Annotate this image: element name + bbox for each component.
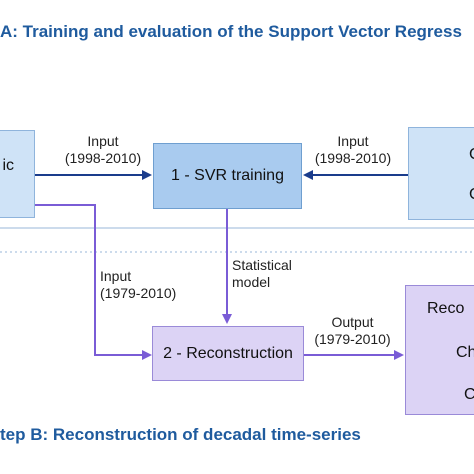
step-a-title: A: Training and evaluation of the Suppor… [0, 22, 462, 41]
predictor-data-box: C C [408, 127, 474, 220]
input-data-box: ic [0, 130, 35, 218]
reconstructed-output-fragment-3: C [464, 386, 474, 403]
reconstruction-label: 2 - Reconstruction [163, 344, 293, 362]
input-long-label-line1: Input [100, 268, 132, 284]
reconstruction-box: 2 - Reconstruction [152, 326, 304, 381]
reconstructed-output-box: Reco Ch C [405, 285, 474, 415]
input-long-label-line2: (1979-2010) [100, 285, 177, 301]
predictor-data-fragment-2: C [469, 186, 474, 204]
predictor-data-fragment-1: C [469, 146, 474, 164]
statistical-model-label: Statistical model [232, 257, 292, 291]
input-long-label: Input (1979-2010) [100, 268, 176, 302]
reconstructed-output-fragment-2: Ch [456, 344, 474, 361]
step-b-title: tep B: Reconstruction of decadal time-se… [0, 425, 361, 444]
input-right-label: Input (1998-2010) [308, 133, 398, 167]
statistical-model-label-line2: model [232, 274, 271, 290]
input-right-label-line1: Input [337, 133, 369, 149]
output-label: Output (1979-2010) [305, 314, 400, 348]
input-left-label: Input (1998-2010) [58, 133, 148, 167]
arrow-input-long [35, 204, 152, 360]
output-label-line2: (1979-2010) [314, 331, 391, 347]
input-data-box-label: ic [2, 157, 14, 174]
svr-training-label: 1 - SVR training [171, 167, 284, 184]
output-label-line1: Output [331, 314, 374, 330]
svr-training-box: 1 - SVR training [153, 143, 302, 209]
reconstructed-output-fragment-1: Reco [427, 300, 465, 317]
statistical-model-label-line1: Statistical [232, 257, 292, 273]
input-left-label-line1: Input [87, 133, 119, 149]
input-left-label-line2: (1998-2010) [64, 150, 142, 166]
input-right-label-line2: (1998-2010) [314, 150, 392, 166]
